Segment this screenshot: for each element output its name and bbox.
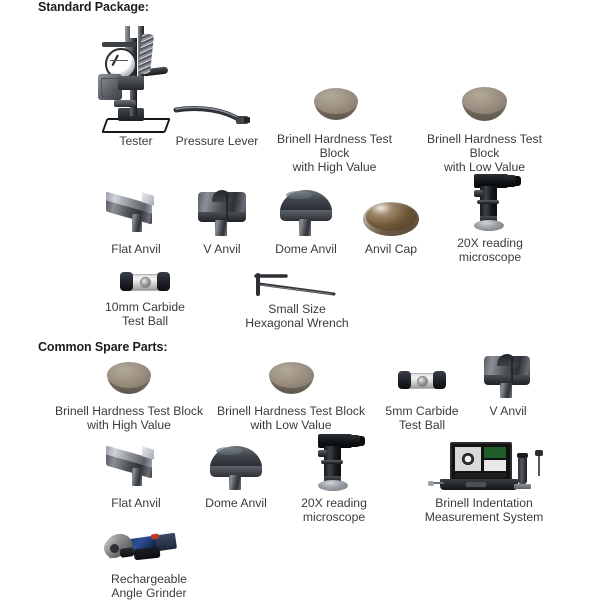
dome-anvil-icon bbox=[266, 186, 346, 240]
indentation-measurement-system-icon bbox=[414, 440, 554, 494]
item-spare-flat-anvil: Flat Anvil bbox=[96, 442, 176, 510]
v-anvil-icon bbox=[186, 186, 258, 240]
item-pressure-lever: Pressure Lever bbox=[170, 92, 264, 148]
reading-microscope-icon bbox=[444, 172, 536, 234]
item-label: Rechargeable Angle Grinder bbox=[111, 572, 187, 600]
item-anvil-cap: Anvil Cap bbox=[352, 196, 430, 256]
hexagonal-wrench-icon bbox=[242, 272, 352, 300]
v-anvil-icon bbox=[472, 352, 544, 402]
anvil-cap-icon bbox=[352, 196, 430, 240]
test-block-low-icon bbox=[412, 82, 557, 130]
item-label: Flat Anvil bbox=[111, 242, 161, 256]
item-label: Small Size Hexagonal Wrench bbox=[245, 302, 349, 330]
item-spare-dome-anvil: Dome Anvil bbox=[196, 442, 276, 510]
item-spare-test-block-low: Brinell Hardness Test Block with Low Val… bbox=[212, 358, 370, 432]
item-reading-microscope: 20X reading microscope bbox=[444, 172, 536, 264]
item-label: Brinell Hardness Test Block with Low Val… bbox=[427, 132, 542, 174]
brinell-hardness-tester-icon bbox=[88, 22, 184, 133]
item-flat-anvil: Flat Anvil bbox=[96, 186, 176, 256]
test-block-low-icon bbox=[212, 358, 370, 402]
item-label: V Anvil bbox=[203, 242, 241, 256]
item-label: 10mm Carbide Test Ball bbox=[105, 300, 185, 328]
item-label: Brinell Hardness Test Block with High Va… bbox=[277, 132, 392, 174]
reading-microscope-icon bbox=[288, 432, 380, 494]
item-label: Dome Anvil bbox=[275, 242, 337, 256]
item-label: Brinell Hardness Test Block with High Va… bbox=[54, 404, 204, 432]
item-hexagonal-wrench: Small Size Hexagonal Wrench bbox=[242, 272, 352, 330]
item-label: Dome Anvil bbox=[205, 496, 267, 510]
flat-anvil-icon bbox=[96, 442, 176, 494]
section-heading-common-spare-parts: Common Spare Parts: bbox=[38, 340, 168, 354]
item-carbide-test-ball-10mm: 10mm Carbide Test Ball bbox=[100, 268, 190, 328]
item-label: 20X reading microscope bbox=[457, 236, 523, 264]
carbide-test-ball-icon bbox=[378, 360, 466, 402]
hexagonal-wrench-shape bbox=[254, 273, 336, 296]
dome-anvil-icon bbox=[196, 442, 276, 494]
item-test-block-high: Brinell Hardness Test Block with High Va… bbox=[262, 82, 407, 174]
item-spare-reading-microscope: 20X reading microscope bbox=[288, 432, 380, 524]
item-v-anvil: V Anvil bbox=[186, 186, 258, 256]
flat-anvil-icon bbox=[96, 186, 176, 240]
item-label: V Anvil bbox=[489, 404, 527, 418]
item-indentation-measurement-system: Brinell Indentation Measurement System bbox=[414, 440, 554, 524]
item-label: Brinell Indentation Measurement System bbox=[424, 496, 544, 524]
item-tester: Tester bbox=[88, 22, 184, 148]
carbide-test-ball-icon bbox=[100, 268, 190, 298]
item-spare-v-anvil: V Anvil bbox=[472, 352, 544, 418]
item-label: Flat Anvil bbox=[111, 496, 161, 510]
item-label: Pressure Lever bbox=[175, 134, 259, 148]
item-label: Anvil Cap bbox=[364, 242, 418, 256]
item-carbide-test-ball-5mm: 5mm Carbide Test Ball bbox=[378, 360, 466, 432]
item-spare-test-block-high: Brinell Hardness Test Block with High Va… bbox=[50, 358, 208, 432]
item-dome-anvil: Dome Anvil bbox=[266, 186, 346, 256]
pressure-lever-icon bbox=[170, 92, 264, 132]
section-heading-standard-package: Standard Package: bbox=[38, 0, 149, 14]
item-test-block-low: Brinell Hardness Test Block with Low Val… bbox=[412, 82, 557, 174]
test-block-high-icon bbox=[262, 82, 407, 130]
item-label: 5mm Carbide Test Ball bbox=[385, 404, 459, 432]
angle-grinder-icon bbox=[96, 528, 202, 570]
test-block-high-icon bbox=[50, 358, 208, 402]
item-angle-grinder: Rechargeable Angle Grinder bbox=[96, 528, 202, 600]
item-label: Brinell Hardness Test Block with Low Val… bbox=[216, 404, 366, 432]
pressure-lever-shape bbox=[173, 105, 250, 124]
item-label: 20X reading microscope bbox=[301, 496, 367, 524]
item-label: Tester bbox=[119, 134, 153, 148]
